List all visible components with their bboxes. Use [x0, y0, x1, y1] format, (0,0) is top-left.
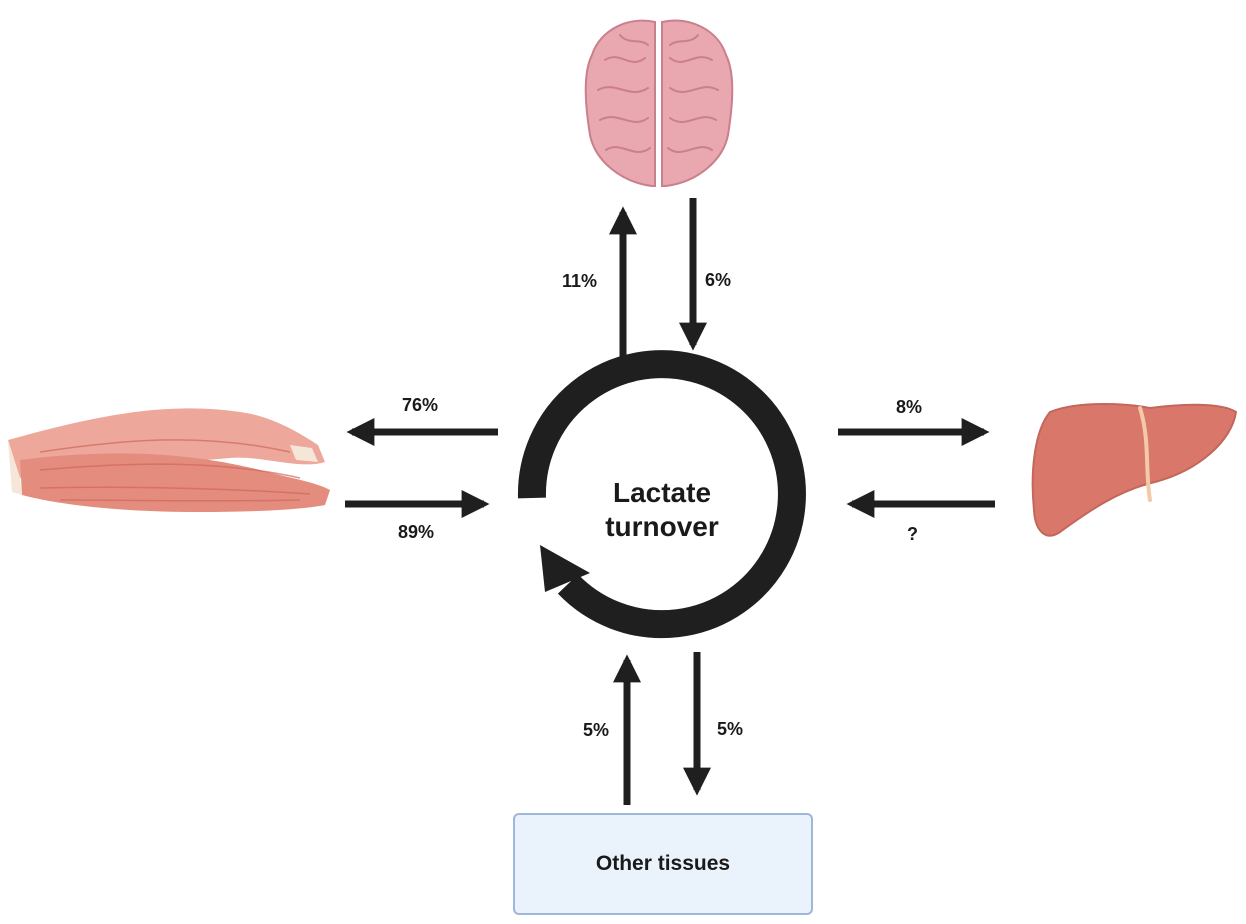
center-title: Lactate turnover	[562, 476, 762, 544]
other-tissues-box: Other tissues	[513, 813, 813, 915]
liver-icon	[1031, 403, 1238, 537]
muscle-icon	[8, 408, 330, 512]
cycle-arrow-icon	[517, 350, 806, 639]
center-title-line1: Lactate	[612, 477, 712, 508]
label-to-brain: 11%	[562, 271, 598, 291]
other-tissues-label: Other tissues	[595, 852, 731, 875]
label-to-liver: 8%	[896, 397, 923, 417]
center-title-line2: turnover	[605, 511, 719, 542]
label-to-muscle: 76%	[402, 395, 439, 415]
label-from-brain: 6%	[705, 270, 732, 290]
label-to-other: 5%	[717, 719, 744, 739]
label-from-muscle: 89%	[398, 522, 435, 542]
brain-icon	[584, 19, 734, 187]
label-from-liver: ?	[907, 524, 918, 544]
label-from-other: 5%	[583, 720, 610, 740]
